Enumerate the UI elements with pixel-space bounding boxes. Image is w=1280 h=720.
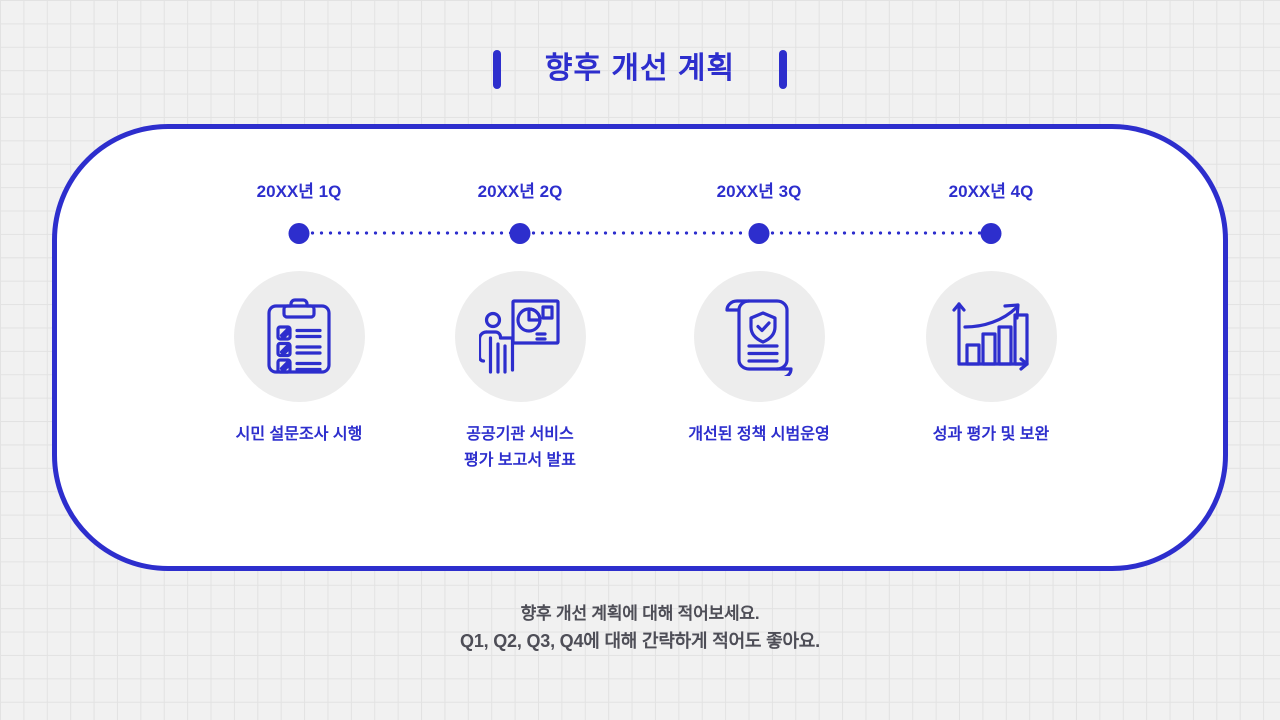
footer-line-1: 향후 개선 계획에 대해 적어보세요. (520, 604, 760, 623)
timeline-connector-dotted-line (759, 231, 981, 235)
milestone-period-label: 20XX년 1Q (256, 182, 342, 201)
milestone-icon-circle (925, 271, 1057, 402)
page-title: 향후 개선 계획 (0, 38, 1280, 100)
milestone-caption: 개선된 정책 시범운영 (688, 426, 830, 443)
timeline-dot (288, 223, 310, 244)
milestone-marker (876, 223, 1106, 245)
clipboard-checklist-icon (265, 297, 333, 376)
title-decoration-bar-right (779, 49, 788, 89)
milestone-caption: 시민 설문조사 시행 (235, 426, 363, 443)
title-decoration-bar-left (492, 49, 501, 89)
milestone-icon-circle (693, 271, 825, 402)
footer-line-2: Q1, Q2, Q3, Q4에 대해 간략하게 적어도 좋아요. (460, 631, 820, 652)
timeline-panel: 20XX년 1Q (52, 124, 1228, 571)
timeline-connector-dotted-line (299, 231, 521, 235)
milestone-marker (184, 223, 521, 245)
footer-instructions: 향후 개선 계획에 대해 적어보세요. Q1, Q2, Q3, Q4에 대해 간… (0, 600, 1280, 656)
timeline-milestone-3[interactable]: 20XX년 3Q (644, 182, 981, 448)
timeline: 20XX년 1Q (57, 129, 1233, 576)
title-text: 향후 개선 계획 (544, 52, 736, 85)
milestone-icon-circle (233, 271, 365, 402)
milestone-caption: 공공기관 서비스 평가 보고서 발표 (464, 426, 576, 469)
timeline-milestone-1[interactable]: 20XX년 1Q (184, 182, 521, 448)
timeline-dot (748, 223, 770, 244)
milestone-period-label: 20XX년 4Q (948, 182, 1034, 201)
milestone-marker (405, 223, 742, 245)
growth-bar-chart-icon (951, 301, 1031, 373)
timeline-dot (509, 223, 531, 244)
milestone-marker (644, 223, 981, 245)
milestone-icon-circle (454, 271, 586, 402)
milestone-period-label: 20XX년 3Q (716, 182, 802, 201)
presenter-pie-chart-icon (479, 298, 561, 376)
timeline-connector-dotted-line (520, 231, 742, 235)
scroll-shield-check-icon (723, 298, 795, 376)
milestone-caption: 성과 평가 및 보완 (932, 426, 1050, 443)
timeline-milestone-2[interactable]: 20XX년 2Q (405, 182, 742, 474)
milestone-period-label: 20XX년 2Q (477, 182, 563, 201)
timeline-milestone-4[interactable]: 20XX년 4Q (876, 183, 1106, 448)
timeline-dot (980, 223, 1002, 244)
